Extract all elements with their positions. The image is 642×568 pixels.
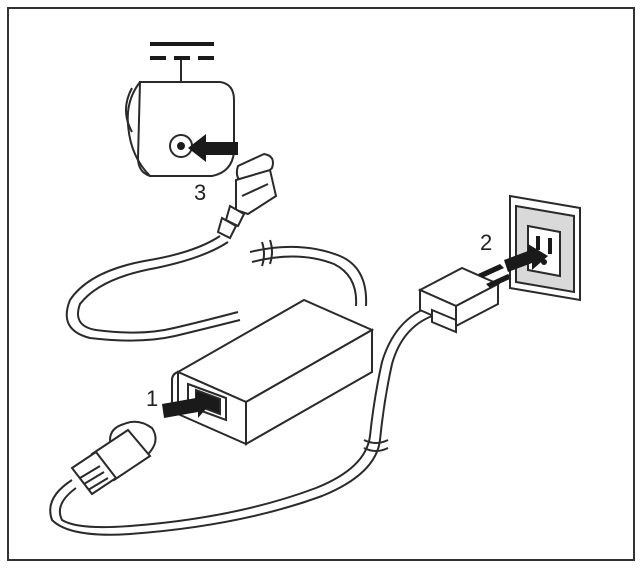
mains-plug-prongs	[478, 264, 512, 288]
step-1-label: 1	[146, 386, 158, 411]
notebook-side-panel	[125, 81, 235, 177]
arrow-step-1	[162, 392, 212, 418]
dc-voltage-symbol-icon	[150, 42, 214, 60]
arrow-step-3	[188, 134, 238, 162]
dc-plug	[235, 152, 278, 216]
mains-plug	[417, 266, 501, 334]
dc-in-socket	[169, 134, 193, 158]
dc-cable	[65, 235, 368, 342]
step-2-label: 2	[480, 230, 492, 255]
dc-plug-strain-relief	[216, 204, 246, 240]
cable-tie-dc	[261, 239, 273, 267]
step-3-label: 3	[194, 180, 206, 205]
arrow-step-2	[504, 244, 548, 272]
ac-cable	[49, 307, 433, 536]
ac-cloverleaf-plug	[70, 420, 157, 496]
wall-outlet	[509, 194, 581, 302]
cable-tie-ac	[363, 439, 389, 452]
